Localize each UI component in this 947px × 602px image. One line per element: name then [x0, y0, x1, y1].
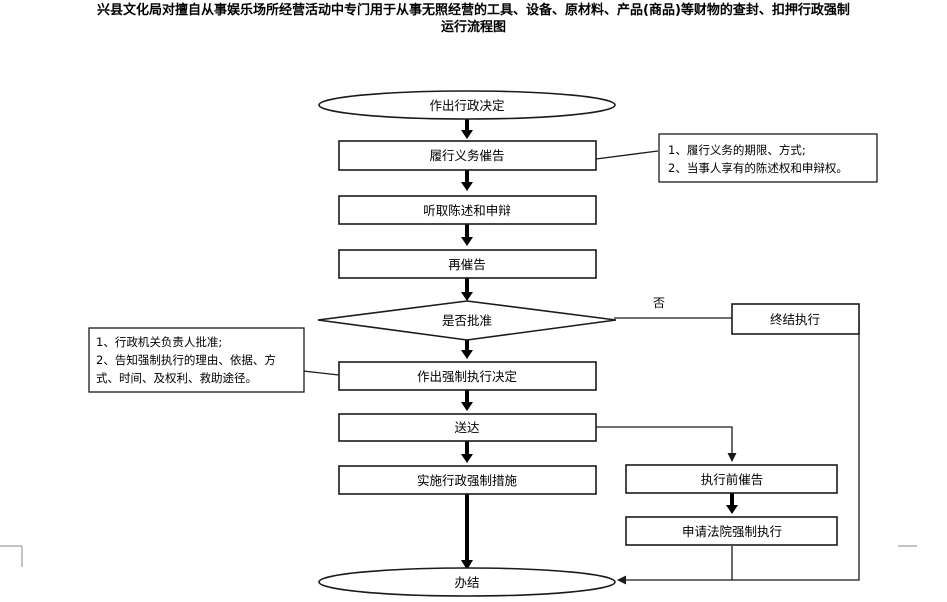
node-end: 办结: [318, 567, 616, 597]
node-decision-label: 作出行政决定: [429, 98, 504, 113]
note-notice-line-2: 2、当事人享有的陈述权和申辩权。: [668, 161, 848, 175]
arrow-hearing-to-renotice: [461, 224, 473, 246]
node-pre-notice-label: 执行前催告: [701, 472, 764, 487]
node-approval-label: 是否批准: [442, 313, 492, 328]
page-title: 兴县文化局对擅自从事娱乐场所经营活动中专门用于从事无照经营的工具、设备、原材料、…: [0, 2, 947, 36]
title-line-1: 兴县文化局对擅自从事娱乐场所经营活动中专门用于从事无照经营的工具、设备、原材料、…: [97, 3, 850, 18]
node-implement: 实施行政强制措施: [338, 465, 597, 495]
node-renotice: 再催告: [338, 249, 597, 279]
note-enforce-line-1: 1、行政机关负责人批准;: [96, 335, 222, 349]
node-terminate: 终结执行: [731, 303, 860, 335]
note-enforce-line-2: 2、告知强制执行的理由、依据、方: [96, 353, 276, 367]
no-branch-label: 否: [653, 296, 665, 310]
side-connectors: [302, 150, 860, 585]
crop-marks: [0, 545, 917, 567]
arrow-deliver-to-implement: [461, 441, 473, 463]
arrow-renotice-to-approval: [461, 278, 473, 301]
arrow-prenotice-to-court: [726, 493, 738, 514]
note-enforce-line-3: 式、时间、及权利、救助途径。: [96, 371, 257, 385]
node-implement-label: 实施行政强制措施: [417, 473, 518, 488]
node-court: 申请法院强制执行: [625, 516, 838, 546]
node-hearing-label: 听取陈述和申辩: [423, 203, 511, 218]
node-notice: 履行义务催告: [338, 140, 597, 171]
arrow-notice-to-hearing: [461, 169, 473, 191]
node-deliver: 送达: [338, 413, 597, 442]
node-terminate-label: 终结执行: [770, 312, 820, 327]
node-end-label: 办结: [454, 575, 479, 590]
node-decision: 作出行政决定: [318, 90, 616, 120]
node-approval: 是否批准: [317, 300, 617, 341]
node-renotice-label: 再催告: [448, 257, 486, 272]
node-enforce-decision-label: 作出强制执行决定: [417, 369, 517, 384]
node-enforce-decision: 作出强制执行决定: [338, 361, 597, 391]
node-pre-notice: 执行前催告: [625, 464, 838, 494]
node-notice-label: 履行义务催告: [429, 148, 504, 163]
node-court-label: 申请法院强制执行: [682, 524, 782, 539]
arrow-approval-to-enforce: [461, 340, 473, 359]
note-notice: 1、履行义务的期限、方式; 2、当事人享有的陈述权和申辩权。: [658, 133, 878, 183]
note-enforce: 1、行政机关负责人批准; 2、告知强制执行的理由、依据、方 式、时间、及权利、救…: [88, 327, 305, 393]
note-notice-line-1: 1、履行义务的期限、方式;: [668, 143, 806, 157]
title-line-2: 运行流程图: [440, 20, 506, 35]
arrow-implement-to-end: [461, 494, 473, 570]
node-deliver-label: 送达: [454, 420, 480, 435]
main-flow-arrows: [461, 118, 738, 570]
arrow-decision-to-notice: [461, 118, 473, 139]
node-hearing: 听取陈述和申辩: [338, 195, 597, 225]
arrow-enforce-to-deliver: [461, 390, 473, 411]
